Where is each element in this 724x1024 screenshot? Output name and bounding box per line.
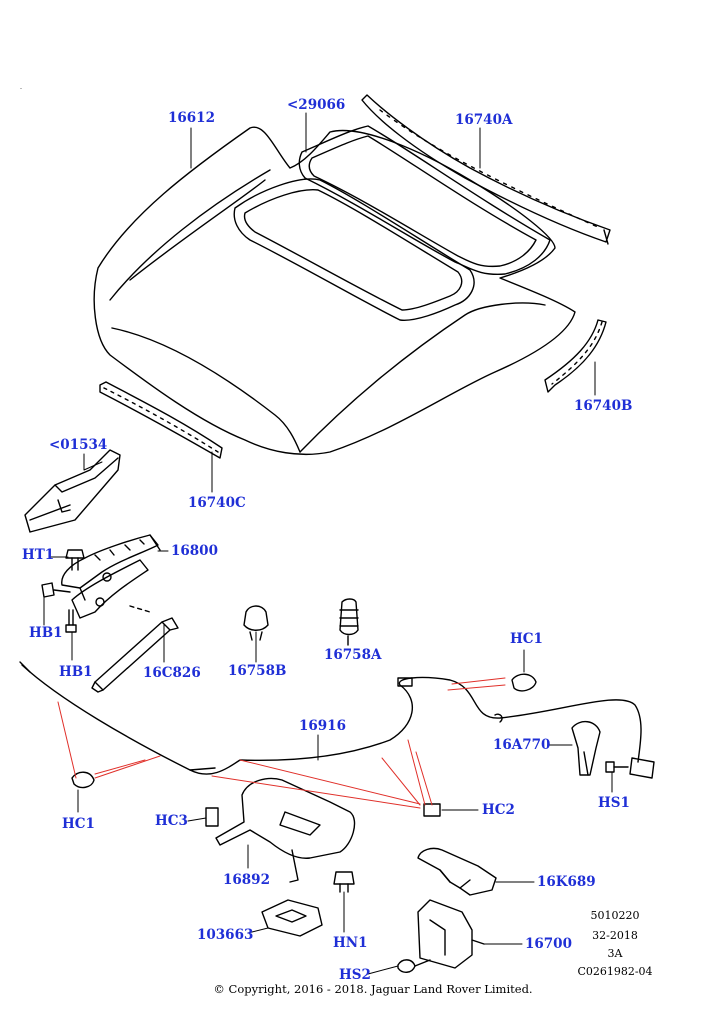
page-tick	[20, 88, 22, 89]
callout-hb1-lower[interactable]: HB1	[59, 664, 93, 680]
callout-seal-rear[interactable]: 16740A	[455, 112, 513, 128]
hood-bracket[interactable]	[24, 449, 121, 533]
hb1-bolt-lower	[65, 609, 77, 633]
callout-ht1[interactable]: HT1	[22, 547, 55, 563]
gas-strut[interactable]	[91, 605, 179, 693]
seal-front[interactable]	[99, 381, 223, 459]
callout-hood[interactable]: 16612	[168, 110, 215, 126]
hood-latch[interactable]	[417, 899, 485, 969]
bump-stop[interactable]	[243, 605, 269, 641]
callout-bump-stop-adjustable[interactable]: 16758A	[324, 647, 382, 663]
hood-panel[interactable]	[93, 126, 576, 456]
hs1-screw	[605, 761, 629, 773]
ht1-nut	[65, 549, 85, 571]
callout-hs1[interactable]: HS1	[598, 795, 630, 811]
hb1-bolt-upper	[41, 582, 71, 598]
callout-seal-front[interactable]: 16740C	[188, 495, 246, 511]
hc3-clip	[205, 807, 219, 827]
meta-line-3: 3A	[607, 947, 623, 960]
callout-release-handle[interactable]: 16A770	[493, 737, 551, 753]
meta-line-4: C0261982-04	[577, 965, 653, 978]
hc1-clip-right	[511, 673, 537, 692]
callout-hood-bracket[interactable]: <01534	[49, 437, 108, 453]
callout-latch[interactable]: 16700	[525, 936, 572, 952]
callout-hs2[interactable]: HS2	[339, 967, 371, 983]
lock-bracket[interactable]	[215, 777, 356, 883]
insulator-pad[interactable]	[261, 899, 323, 937]
seal-side[interactable]	[544, 319, 607, 393]
bump-stop-adjustable[interactable]	[339, 598, 359, 646]
cable-connector	[629, 757, 655, 779]
callout-hc2[interactable]: HC2	[482, 802, 515, 818]
callout-insulator-pad[interactable]: 103663	[197, 927, 254, 943]
callout-hinge[interactable]: 16800	[171, 543, 218, 559]
seal-rear[interactable]	[361, 94, 611, 245]
callout-release-cable[interactable]: 16916	[299, 718, 346, 734]
leader-lines	[43, 112, 613, 975]
callout-hn1[interactable]: HN1	[333, 935, 368, 951]
callout-gas-strut[interactable]: 16C826	[143, 665, 201, 681]
hood-insulator[interactable]	[298, 125, 551, 276]
release-cable[interactable]	[19, 661, 642, 775]
callout-hc1-right[interactable]: HC1	[510, 631, 543, 647]
release-handle[interactable]	[571, 721, 601, 776]
hc2-clip	[423, 803, 441, 817]
callout-seal-side[interactable]: 16740B	[574, 398, 633, 414]
red-leader-lines	[57, 677, 506, 809]
hs2-screw	[397, 959, 431, 973]
meta-line-1: 5010220	[590, 909, 640, 922]
secondary-latch[interactable]	[417, 847, 497, 896]
callout-hb1-upper[interactable]: HB1	[29, 625, 63, 641]
copyright-notice: © Copyright, 2016 - 2018. Jaguar Land Ro…	[213, 982, 533, 996]
hc1-clip-left	[71, 771, 95, 789]
hinge-assembly[interactable]	[61, 534, 161, 619]
callout-hc1-left[interactable]: HC1	[62, 816, 95, 832]
callout-hc3[interactable]: HC3	[155, 813, 188, 829]
hn1-nut	[333, 871, 355, 893]
callout-bump-stop[interactable]: 16758B	[228, 663, 287, 679]
meta-line-2: 32-2018	[592, 929, 638, 942]
callout-lock-bracket[interactable]: 16892	[223, 872, 270, 888]
callout-hood-insulator[interactable]: <29066	[287, 97, 346, 113]
callout-secondary-latch[interactable]: 16K689	[537, 874, 596, 890]
